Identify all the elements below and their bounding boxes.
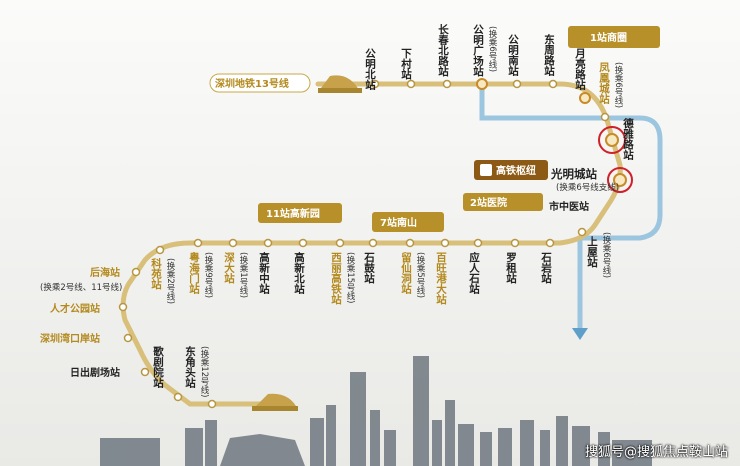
train-icon-bottom: [252, 393, 298, 411]
station-dot: [335, 238, 345, 248]
transfer-dongjiao: (换乘12号线): [199, 346, 209, 397]
station-dot: [545, 238, 555, 248]
station-xilixi: 西丽高铁站: [330, 252, 342, 305]
transfer-xilixi: (换乘15号线): [345, 252, 355, 303]
station-gaoxinbei: 高新北站: [293, 251, 305, 295]
train-icon: [318, 75, 362, 93]
station-gongmingnan: 公明南站: [507, 34, 519, 77]
transfer-shangwu: (换乘6号线): [601, 232, 611, 278]
station-dot: [131, 267, 141, 277]
badge-11-text: 11站高新园: [266, 207, 320, 220]
station-dot: [406, 79, 416, 89]
station-yingren: 应人石站: [468, 251, 480, 295]
station-shigu: 石鼓站: [363, 252, 375, 284]
transfer-dot-fenghuang: [579, 92, 591, 104]
transfer-liuxian: (换乘5号线): [415, 252, 425, 298]
station-dongjiao: 东角头站: [184, 345, 196, 389]
station-dot: [370, 79, 380, 89]
station-shiyan: 石岩站: [540, 252, 552, 284]
station-dot: [155, 245, 165, 255]
badge-hub: 高铁枢纽: [474, 160, 548, 180]
station-baiwang: 百旺港大站: [435, 252, 447, 305]
transfer-yuehaimen: (换乘9号线): [203, 252, 213, 298]
transfer-shenda: (换乘1号线): [238, 252, 248, 298]
station-dot: [140, 367, 150, 377]
line6-arrow-icon: [572, 328, 588, 340]
station-geju: 歌剧院站: [152, 345, 164, 389]
station-dot: [512, 79, 522, 89]
transfer-keyuan: (换乘2号线): [165, 258, 175, 304]
station-rencai: 人才公园站: [50, 302, 100, 315]
highlight-circle-deya: [598, 126, 626, 154]
city-skyline: [100, 356, 652, 466]
badge-1-text: 1站商圈: [590, 31, 627, 44]
transfer-dot-deya: [605, 133, 619, 147]
badge-2-text: 2站医院: [470, 196, 507, 209]
station-dot: [548, 79, 558, 89]
station-guangmingcheng: 光明城站: [550, 167, 597, 181]
station-dot: [577, 227, 587, 237]
transfer-houhai: (换乘2号线、11号线): [40, 282, 122, 293]
station-gaoxinzhong: 高新中站: [258, 251, 270, 295]
watermark: 搜狐号@搜狐焦点鞍山站: [584, 445, 728, 460]
station-dot: [207, 399, 217, 409]
station-gongmingguangchang: 公明广场站: [472, 24, 484, 77]
station-xiacun: 下村站: [400, 48, 412, 80]
station-houhai: 后海站: [90, 266, 120, 279]
transfer-fenghuang: (换乘6号线): [613, 62, 623, 108]
station-dot: [440, 238, 450, 248]
transfer-gongmingguangchang: (换乘6号线): [487, 26, 497, 72]
station-dot: [600, 112, 610, 122]
station-wankou: 深圳湾口岸站: [40, 332, 100, 345]
station-dot: [442, 79, 452, 89]
station-dot: [118, 302, 128, 312]
station-dot: [368, 238, 378, 248]
station-dot: [228, 238, 238, 248]
station-dot: [473, 238, 483, 248]
station-keyuan: 科苑站: [150, 257, 162, 290]
line13-label-box: [209, 73, 311, 93]
station-shangwu: 上屋站: [586, 235, 598, 268]
badge-hub-text: 高铁枢纽: [496, 164, 536, 177]
station-dot: [263, 238, 273, 248]
transfer-guangmingcheng: (换乘6号线支线): [556, 182, 619, 193]
station-dot: [123, 333, 133, 343]
station-dot: [510, 238, 520, 248]
station-dot: [298, 238, 308, 248]
station-changchunbei: 长春北路站: [437, 23, 449, 77]
line6-branch-path: [479, 84, 663, 241]
station-dot: [193, 238, 203, 248]
station-fenghuang: 凤凰城站: [598, 62, 610, 105]
transfer-dot-guangming: [613, 173, 627, 187]
badge-2-hospital: 2站医院: [463, 193, 543, 211]
badge-7-nanshan: 7站南山: [372, 212, 444, 232]
station-deya: 德雅路站: [622, 117, 634, 161]
station-dot: [405, 238, 415, 248]
station-shizhongyi: 市中医站: [549, 200, 589, 213]
badge-11-hightech: 11站高新园: [258, 203, 342, 223]
highlight-circle-guangming: [607, 167, 633, 193]
line13-label: 深圳地铁13号线: [215, 77, 289, 90]
station-dongzhou: 东周路站: [543, 33, 555, 77]
station-yueliangwan: 月亮路站: [574, 48, 586, 91]
station-dot: [173, 392, 183, 402]
station-shenda: 深大站: [223, 251, 235, 284]
badge-1-business: 1站商圈: [568, 26, 660, 48]
badge-7-text: 7站南山: [380, 216, 417, 229]
station-luozu: 罗租站: [505, 252, 517, 284]
station-liuxian: 留仙洞站: [400, 251, 412, 295]
station-yuehaimen: 粤海门站: [188, 251, 200, 295]
station-gongmingbei: 公明北站: [364, 48, 376, 91]
station-richu: 日出剧场站: [70, 366, 120, 379]
transfer-dot-gongming: [476, 78, 488, 90]
